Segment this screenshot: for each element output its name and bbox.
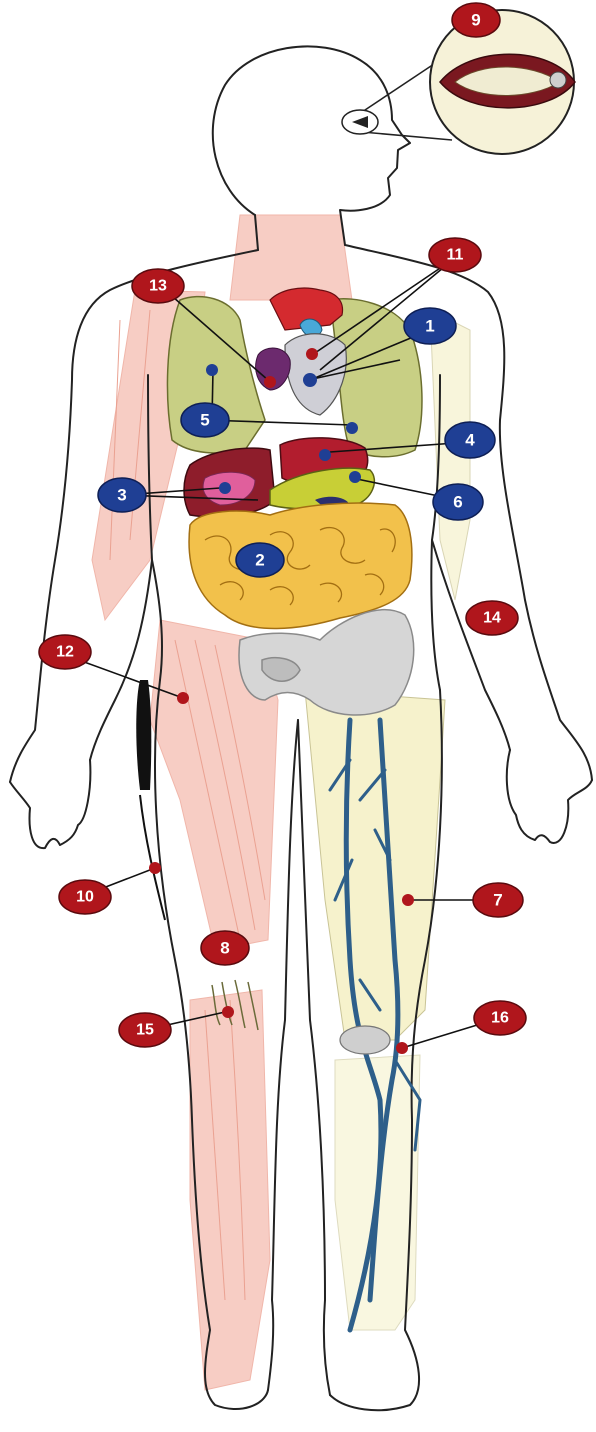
marker-5-label: 5 bbox=[200, 411, 209, 430]
marker-4-label: 4 bbox=[465, 431, 475, 450]
marker-7-label: 7 bbox=[493, 891, 502, 910]
marker-12-label: 12 bbox=[56, 644, 74, 661]
knee-joint bbox=[340, 1026, 390, 1054]
marker-3: 3 bbox=[98, 478, 146, 512]
marker-9: 9 bbox=[452, 3, 500, 37]
marker-11-label: 11 bbox=[447, 247, 464, 264]
marker-6-label: 6 bbox=[453, 493, 462, 512]
marker-7: 7 bbox=[473, 883, 523, 917]
marker-13: 13 bbox=[132, 269, 184, 303]
marker-9-label: 9 bbox=[471, 11, 480, 30]
marker-2-label: 2 bbox=[255, 551, 264, 570]
marker-16: 16 bbox=[474, 1001, 526, 1035]
marker-1-label: 1 bbox=[425, 317, 434, 336]
marker-10: 10 bbox=[59, 880, 111, 914]
marker-15: 15 bbox=[119, 1013, 171, 1047]
marker-6: 6 bbox=[433, 484, 483, 520]
marker-8-label: 8 bbox=[220, 939, 229, 958]
marker-13-label: 13 bbox=[149, 278, 167, 295]
marker-1: 1 bbox=[404, 308, 456, 344]
marker-11: 11 bbox=[429, 238, 481, 272]
marker-12: 12 bbox=[39, 635, 91, 669]
marker-14: 14 bbox=[466, 601, 518, 635]
marker-4: 4 bbox=[445, 422, 495, 458]
marker-15-label: 15 bbox=[136, 1022, 154, 1039]
marker-14-label: 14 bbox=[483, 610, 501, 627]
marker-3-label: 3 bbox=[117, 486, 126, 505]
marker-10-label: 10 bbox=[76, 889, 94, 906]
marker-8: 8 bbox=[201, 931, 249, 965]
marker-5: 5 bbox=[181, 403, 229, 437]
marker-2: 2 bbox=[236, 543, 284, 577]
heart bbox=[256, 288, 347, 415]
marker-16-label: 16 bbox=[491, 1010, 509, 1027]
